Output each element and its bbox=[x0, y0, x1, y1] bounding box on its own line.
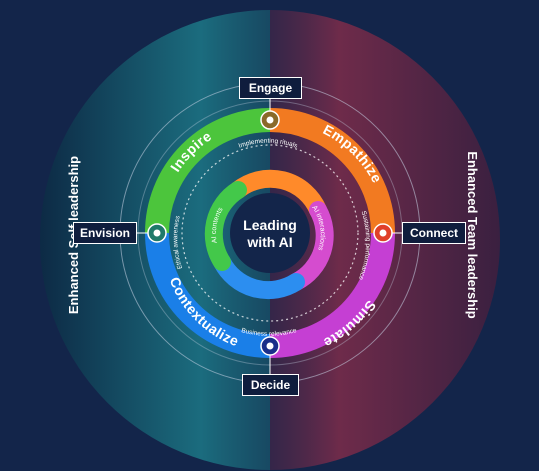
inner-swirl-orange bbox=[229, 169, 327, 219]
dotted-label-bottom: Business relevance bbox=[241, 327, 298, 338]
dotted-inner-circle bbox=[181, 144, 359, 322]
inner-swirl-blue bbox=[213, 253, 305, 300]
ring-segment-contextualize bbox=[145, 232, 271, 358]
node-envision[interactable]: Envision bbox=[73, 222, 137, 244]
dotted-label-left: Ethical awareness bbox=[172, 214, 184, 269]
ring-segment-inspire bbox=[145, 108, 271, 234]
node-dot-bottom bbox=[260, 336, 280, 356]
side-label-team-leadership: Enhanced Team leadership bbox=[465, 151, 480, 318]
node-connect[interactable]: Connect bbox=[402, 222, 466, 244]
node-dot-right bbox=[373, 223, 393, 243]
node-dot-top bbox=[260, 110, 280, 130]
ring-segment-simulate bbox=[269, 232, 395, 358]
center-disc bbox=[230, 193, 310, 273]
inner-swirl-green bbox=[204, 181, 247, 271]
center-title-line2: with AI bbox=[246, 234, 292, 250]
node-decide[interactable]: Decide bbox=[242, 374, 299, 396]
inner-swirl-magenta bbox=[287, 201, 334, 291]
center-title-line1: Leading bbox=[243, 217, 297, 233]
node-dot-left bbox=[147, 223, 167, 243]
node-engage[interactable]: Engage bbox=[239, 77, 302, 99]
ring-segment-empathize bbox=[269, 108, 395, 234]
